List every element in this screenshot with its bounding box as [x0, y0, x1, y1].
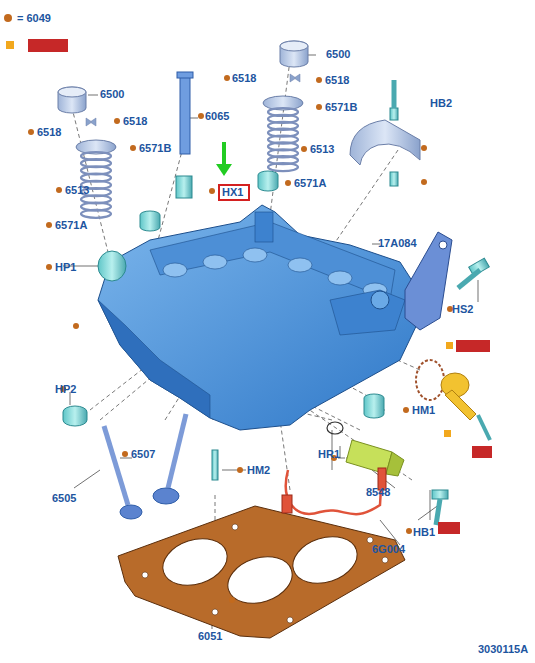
callout-number: 6571B [325, 101, 357, 114]
callout-number: 6518 [325, 74, 349, 87]
part-tag: HX1 [218, 184, 250, 201]
callout-dots [28, 75, 453, 603]
valve-spring [81, 108, 298, 218]
callout-number: 6571A [55, 219, 87, 232]
callout-number: 6518 [123, 115, 147, 128]
callout-number: 6500 [100, 88, 124, 101]
callout-number: 8548 [366, 486, 390, 499]
legend-item: = 6049 [4, 12, 51, 24]
callout-number: 6513 [65, 184, 89, 197]
bolt [458, 258, 489, 288]
pointer-arrow [216, 142, 232, 176]
callout-number: 6518 [37, 126, 61, 139]
valve-train-left [58, 87, 160, 231]
bolt [432, 490, 460, 534]
solenoid [416, 340, 492, 458]
spring-coil [81, 210, 111, 218]
legend-swatch [4, 14, 12, 22]
callout-number: HM1 [412, 404, 435, 417]
callout-number: 6505 [52, 492, 76, 505]
spring-coil [268, 163, 298, 171]
dowel [212, 450, 218, 480]
legend-text: = 6049 [17, 12, 51, 24]
head-bolt [176, 72, 193, 198]
callout-number: HR1 [318, 448, 340, 461]
callout-number: 6571B [139, 142, 171, 155]
part-code: HX1 [220, 186, 248, 199]
callout-number: 6513 [310, 143, 334, 156]
callout-number: HM2 [247, 464, 270, 477]
callout-number: 17A084 [378, 237, 417, 250]
callout-number: HP1 [55, 261, 76, 274]
core-plug [63, 251, 384, 426]
callout-number: 6518 [232, 72, 256, 85]
callout-number: 6G004 [372, 543, 405, 556]
callout-number: 3030115A [478, 643, 528, 656]
o-ring [327, 422, 343, 434]
bearing-cap [350, 80, 420, 186]
callout-number: HS2 [452, 303, 473, 316]
callout-number: 6051 [198, 630, 222, 643]
red-tag [28, 39, 68, 52]
valve [104, 414, 186, 519]
callout-number: 6507 [131, 448, 155, 461]
cylinder-head [98, 205, 420, 430]
sensor [346, 440, 404, 476]
valve-train-right [258, 41, 308, 191]
callout-number: 6571A [294, 177, 326, 190]
callout-number: HB2 [430, 97, 452, 110]
callout-number: 6500 [326, 48, 350, 61]
callout-number: HB1 [413, 526, 435, 539]
legend-square [6, 41, 14, 49]
head-gasket [118, 506, 405, 638]
callout-number: HP2 [55, 383, 76, 396]
callout-number: 6065 [205, 110, 229, 123]
